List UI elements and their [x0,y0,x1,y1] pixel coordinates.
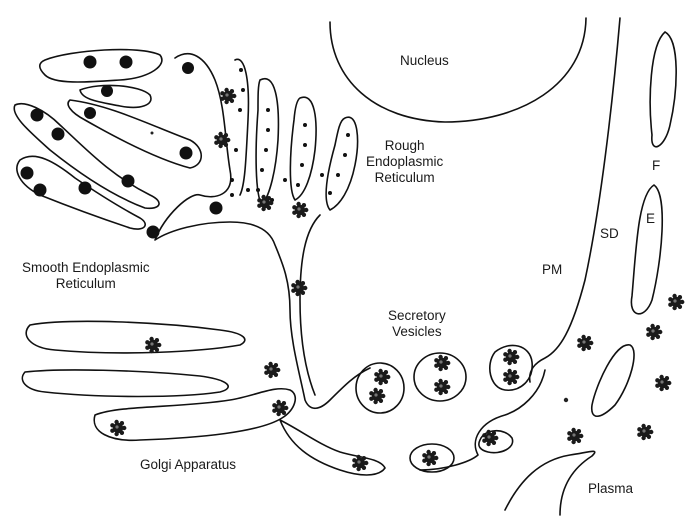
protein-cluster [646,324,662,340]
smooth-er-tubule-1 [40,50,162,82]
rough-er-finger-4 [326,117,357,210]
golgi-cisterna-2 [22,370,228,397]
rough-er-label: Rough Endoplasmic Reticulum [366,138,443,186]
rough-er-finger-3 [290,97,316,200]
lipid-dot [79,182,92,195]
protein-cluster [374,369,390,385]
pm-label: PM [542,262,562,278]
smooth-er-label: Smooth Endoplasmic Reticulum [22,260,150,292]
protein-cluster [482,430,498,446]
rough-er-finger-2 [256,79,278,205]
e-label: E [646,211,655,227]
lipid-dot [84,56,97,69]
rough-er-finger-1 [235,59,248,195]
protein-cluster [434,379,450,395]
lipid-dot [34,184,47,197]
protein-cluster [503,369,519,385]
protein-cluster [567,428,583,444]
nucleus-label-text: Nucleus [400,53,449,69]
protein-cluster [369,388,385,404]
lipid-dot [120,56,133,69]
secretory-label-line-1: Secretory [388,308,446,324]
plasma-region-boundary [505,451,595,515]
smooth-er-label-line-1: Smooth Endoplasmic [22,260,150,276]
lipid-dot [147,226,160,239]
protein-cluster [110,420,126,436]
smooth-er-label-line-2: Reticulum [22,276,150,292]
protein-cluster [503,349,519,365]
vesicle-lower-right [592,345,634,416]
protein-cluster [272,400,288,416]
rough-er-network [155,54,370,408]
speck [151,132,154,135]
protein-cluster [291,280,307,296]
speck [564,398,568,402]
rough-er-stem [300,215,320,395]
protein-cluster [668,294,684,310]
f-label-text: F [652,158,660,174]
protein-cluster [655,375,671,391]
rough-er-label-line-2: Endoplasmic [366,154,443,170]
secretory-label-line-2: Vesicles [388,324,446,340]
protein-cluster [214,132,230,148]
sd-label: SD [600,226,619,242]
lipid-dot [52,128,65,141]
lipid-dot [31,109,44,122]
rough-er-label-line-1: Rough [366,138,443,154]
rough-er-label-line-3: Reticulum [366,170,443,186]
f-label: F [652,158,660,174]
golgi-label: Golgi Apparatus [140,457,236,473]
protein-cluster [292,202,308,218]
protein-cluster [220,88,236,104]
lipid-dot [210,202,223,215]
lipid-dot [101,85,113,97]
lipid-dot [180,147,193,160]
vesicle-f [650,32,676,147]
golgi-cisterna-1 [26,321,245,353]
protein-cluster [434,355,450,371]
protein-cluster [637,424,653,440]
plasma-label-text: Plasma [588,481,633,497]
protein-cluster [422,450,438,466]
lipid-dot [84,107,96,119]
vesicle-e [631,185,662,314]
sd-label-text: SD [600,226,619,242]
secretory-vesicles-label: Secretory Vesicles [388,308,446,340]
e-label-text: E [646,211,655,227]
protein-cluster [577,335,593,351]
lipid-dot [21,167,34,180]
plasma-membrane [530,18,620,382]
nucleus-label: Nucleus [400,53,449,69]
lipid-dot [122,175,135,188]
plasma-label: Plasma [588,481,633,497]
lipid-dot [182,62,194,74]
protein-cluster [145,337,161,353]
pm-label-text: PM [542,262,562,278]
protein-cluster [264,362,280,378]
nucleus-membrane [330,18,586,122]
golgi-label-text: Golgi Apparatus [140,457,236,473]
golgi-cisterna-4 [280,420,385,475]
